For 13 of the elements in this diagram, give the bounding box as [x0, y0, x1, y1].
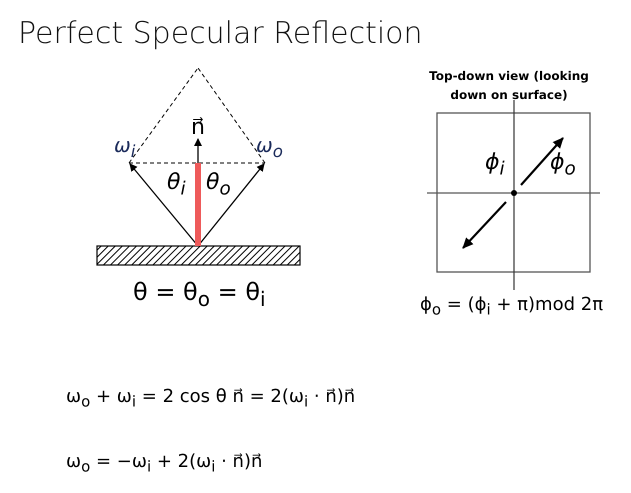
symbol-label: ω$_{o}$ [256, 135, 283, 161]
formula: ω$_{o}$ = −ω$_{i}$ + 2(ω$_{i}$ · n⃗)n⃗ [66, 453, 262, 475]
symbol-label: ϕ$_{o}$ [550, 152, 576, 179]
symbol-label: θ$_{i}$ [167, 172, 186, 199]
symbol-label: θ$_{o}$ [206, 172, 231, 199]
formula: ϕ$_{o}$ = (ϕ$_{i}$ + π)mod 2π [420, 296, 604, 318]
formula: ω$_{o}$ + ω$_{i}$ = 2 cos θ n⃗ = 2(ω$_{i}$ · n⃗)n⃗ [66, 388, 356, 410]
symbol-label: ω$_{i}$ [114, 135, 136, 161]
symbol-label: ϕ$_{i}$ [485, 152, 505, 179]
normal-vector-label: n⃗ [191, 117, 205, 139]
slide-title: Perfect Specular Reflection [18, 16, 423, 51]
formula: θ = θ$_{o}$ = θ$_{i}$ [133, 280, 266, 309]
view-caption: Top-down view (looking down on surface) [428, 68, 590, 104]
